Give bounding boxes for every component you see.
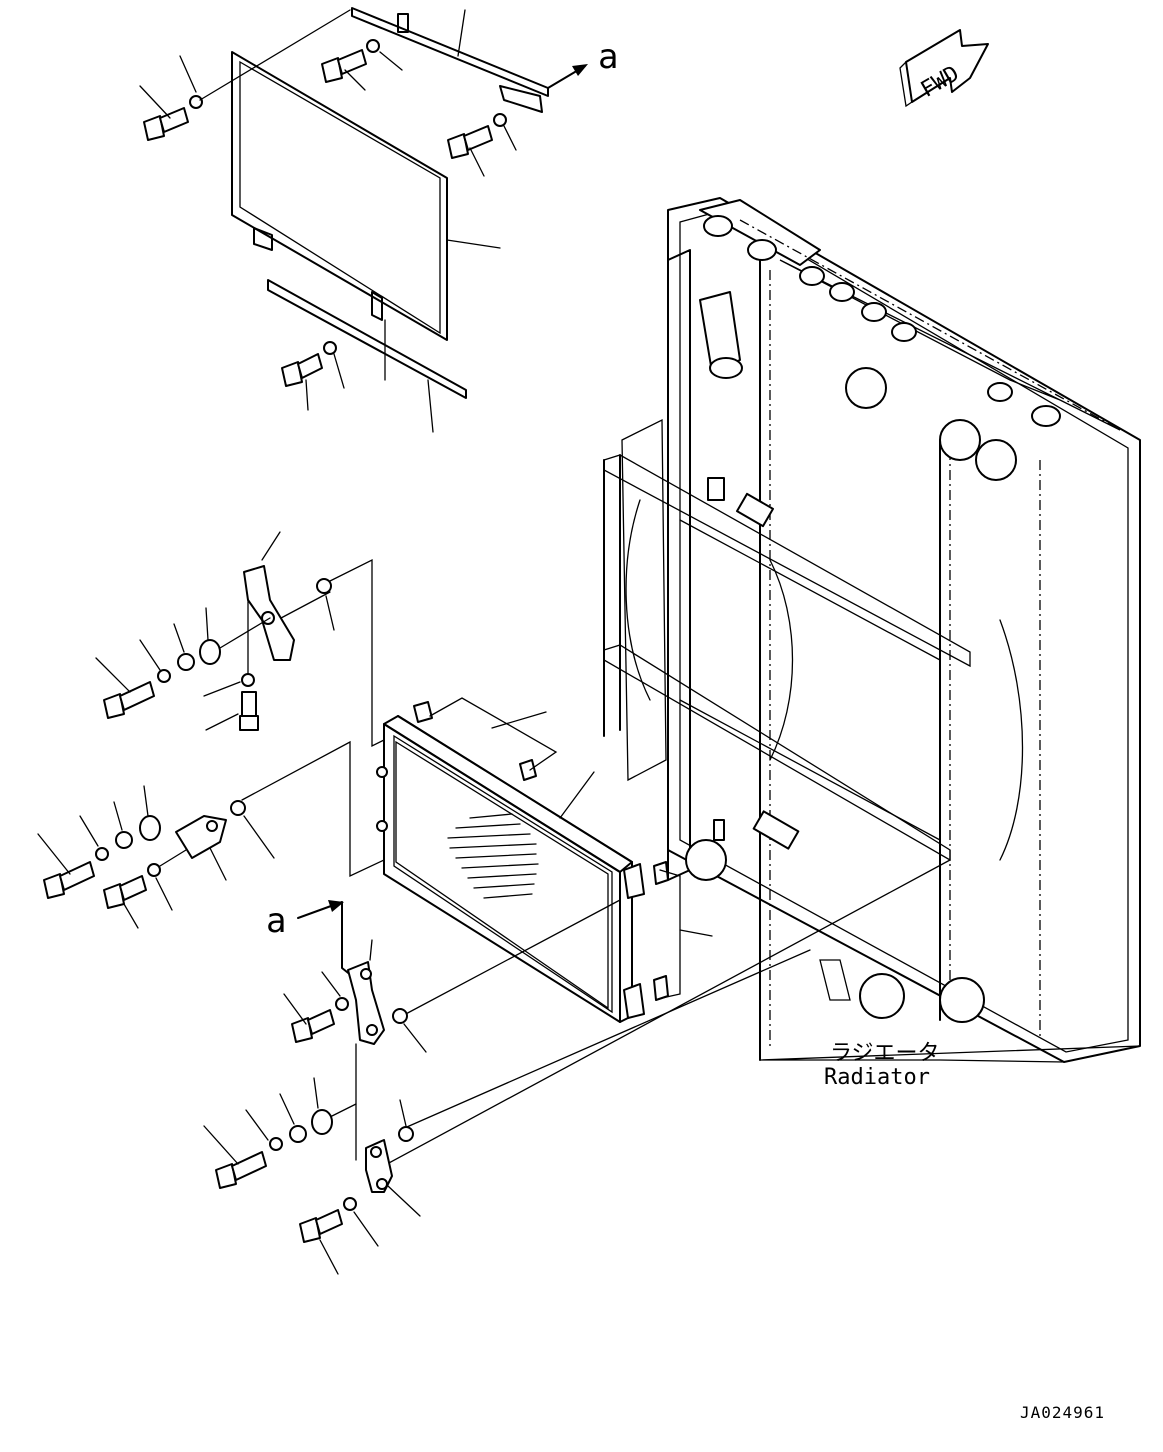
- radiator-label-jp: ラジエータ: [830, 1041, 940, 1066]
- radiator-assembly: [603, 197, 1141, 1063]
- upper-left-fasteners: [95, 607, 271, 719]
- nut-icon: [392, 1008, 408, 1024]
- radiator-pipes: [685, 291, 1017, 1023]
- bolt-icon: [103, 681, 155, 719]
- radiator-label: ラジエータ Radiator: [824, 1041, 940, 1090]
- mounting-reference-lines: [241, 558, 951, 1171]
- washer-icon: [241, 673, 255, 687]
- lower-left-bracket: [347, 939, 427, 1161]
- lower-left-fasteners: [203, 971, 414, 1189]
- nut-icon: [316, 578, 332, 594]
- bolt-icon: [447, 125, 493, 159]
- upper-left-bracket: [203, 531, 335, 731]
- spacer-icon: [115, 831, 133, 849]
- washer-icon: [343, 1197, 357, 1211]
- bolt-icon: [299, 1209, 343, 1243]
- view-arrow-a-bottom: a: [266, 900, 353, 977]
- bottom-left-bracket: [365, 1139, 421, 1217]
- radiator-tube-frame: [603, 418, 1024, 862]
- washer-icon: [269, 1137, 283, 1151]
- nut-icon: [398, 1126, 414, 1142]
- middle-left-fasteners: [37, 785, 187, 929]
- bottom-left-fasteners: [299, 1197, 379, 1275]
- upper-condenser-frame: [231, 7, 549, 433]
- fwd-direction-marker: FWD: [899, 29, 989, 108]
- radiator-label-en: Radiator: [824, 1065, 930, 1090]
- condenser-core: [376, 697, 713, 1023]
- rubber-mount-icon: [311, 1109, 333, 1135]
- view-arrow-a-top: a: [547, 37, 618, 89]
- arrow-a-top-label: a: [598, 37, 618, 77]
- nut-icon: [230, 800, 246, 816]
- washer-icon: [95, 847, 109, 861]
- drawing-id: JA024961: [1020, 1403, 1105, 1422]
- washer-icon: [366, 39, 380, 53]
- washer-icon: [323, 341, 337, 355]
- spacer-icon: [177, 653, 195, 671]
- washer-icon: [147, 863, 161, 877]
- radiator-caps: [703, 215, 1061, 427]
- washer-icon: [335, 997, 349, 1011]
- bolt-icon: [239, 691, 259, 731]
- bolt-icon: [291, 1009, 335, 1043]
- washer-icon: [157, 669, 171, 683]
- bolt-icon: [143, 107, 189, 141]
- bolt-icon: [103, 875, 147, 909]
- upper-fasteners: [139, 9, 517, 411]
- arrow-a-bottom-label: a: [266, 901, 286, 941]
- spacer-icon: [289, 1125, 307, 1143]
- bolt-icon: [215, 1151, 267, 1189]
- washer-icon: [189, 95, 203, 109]
- washer-icon: [493, 113, 507, 127]
- bolt-icon: [43, 861, 95, 899]
- bolt-icon: [281, 353, 323, 387]
- condenser-fin-hatch: [447, 813, 539, 899]
- bolt-icon: [321, 49, 367, 83]
- middle-left-bracket: [175, 800, 275, 881]
- rubber-mount-icon: [199, 639, 221, 665]
- rubber-mount-icon: [139, 815, 161, 841]
